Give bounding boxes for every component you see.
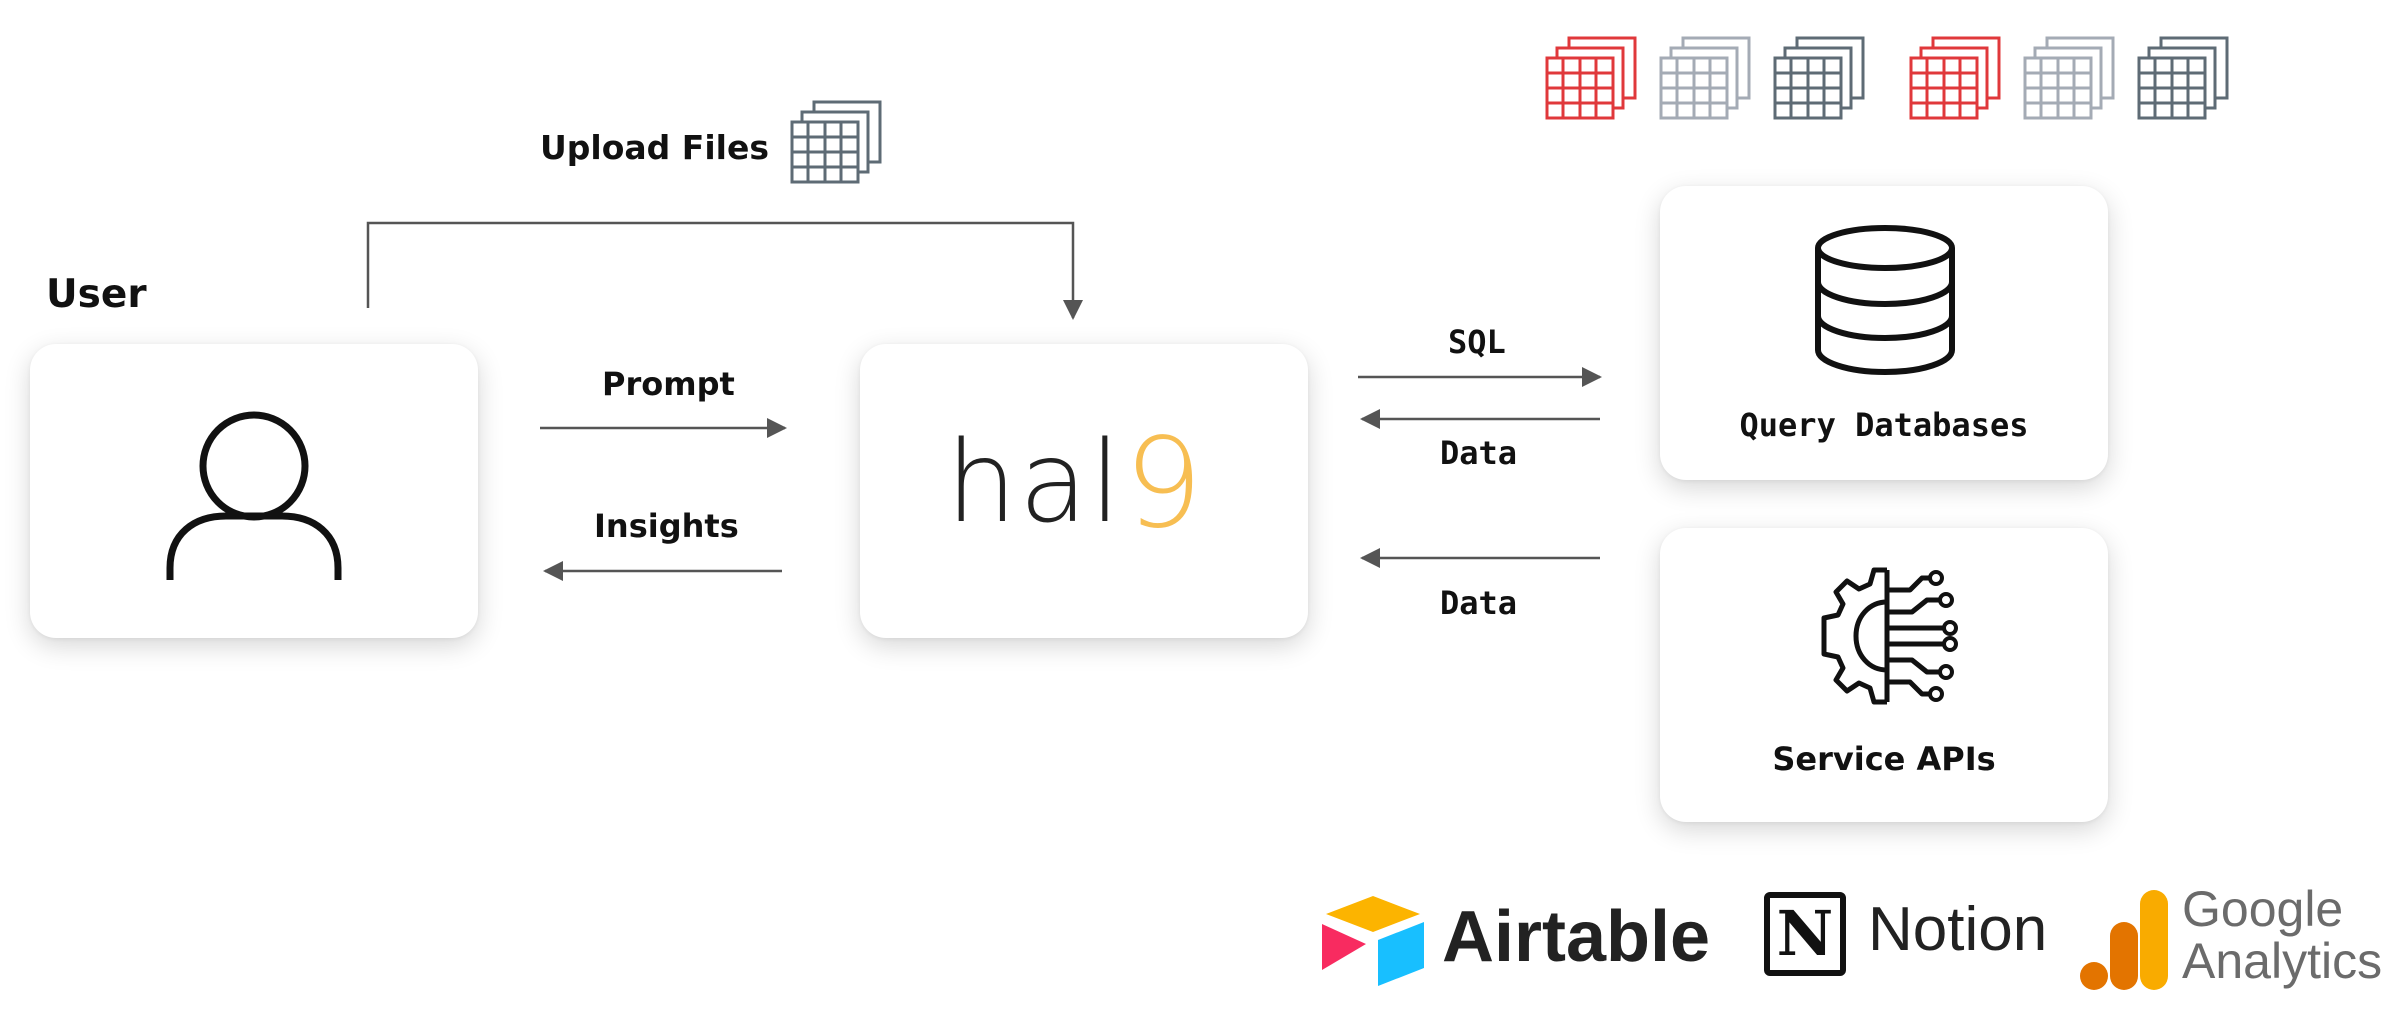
database-tables-row [1545, 34, 2245, 126]
hal9-logo-text: hal [946, 418, 1123, 548]
hal9-logo-digit: 9 [1124, 412, 1203, 556]
service-apis-label: Service APIs [1772, 740, 1996, 778]
upload-connector [366, 221, 1083, 320]
insights-label: Insights [594, 507, 739, 545]
data-api-label: Data [1440, 584, 1518, 622]
data-db-label: Data [1440, 434, 1518, 472]
airtable-logo: Airtable [1320, 894, 1730, 994]
user-card [30, 344, 478, 638]
spreadsheet-icon [1659, 36, 1751, 120]
google-text: Google [2182, 881, 2344, 937]
upload-spreadsheet-icon [790, 100, 882, 184]
query-databases-card: Query Databases [1660, 186, 2108, 480]
notion-mark-icon: N [1764, 892, 1846, 976]
hal9-card: hal 9 [860, 344, 1308, 638]
spreadsheet-icon [2137, 36, 2229, 120]
google-analytics-logo: Google Analytics [2076, 880, 2396, 1000]
user-label: User [46, 272, 147, 317]
airtable-mark-icon [1322, 896, 1424, 986]
upload-files-label: Upload Files [540, 128, 769, 167]
hal9-logo: hal 9 [946, 412, 1246, 556]
spreadsheet-icon [1909, 36, 2001, 120]
spreadsheet-icon [2023, 36, 2115, 120]
gear-circuit-icon [1821, 567, 1958, 705]
notion-mark-letter: N [1776, 897, 1834, 970]
airtable-text: Airtable [1442, 897, 1711, 977]
database-icon [1815, 225, 1955, 376]
sql-label: SQL [1448, 323, 1506, 361]
user-icon [166, 411, 342, 580]
prompt-label: Prompt [602, 365, 735, 403]
query-databases-label: Query Databases [1739, 406, 2029, 444]
google-analytics-bars-icon [2080, 890, 2168, 990]
service-apis-card: Service APIs [1660, 528, 2108, 822]
notion-logo: N Notion [1764, 888, 2054, 988]
spreadsheet-icon [1773, 36, 1865, 120]
analytics-text: Analytics [2182, 933, 2383, 989]
spreadsheet-icon [1545, 36, 1637, 120]
notion-text: Notion [1868, 895, 2048, 964]
